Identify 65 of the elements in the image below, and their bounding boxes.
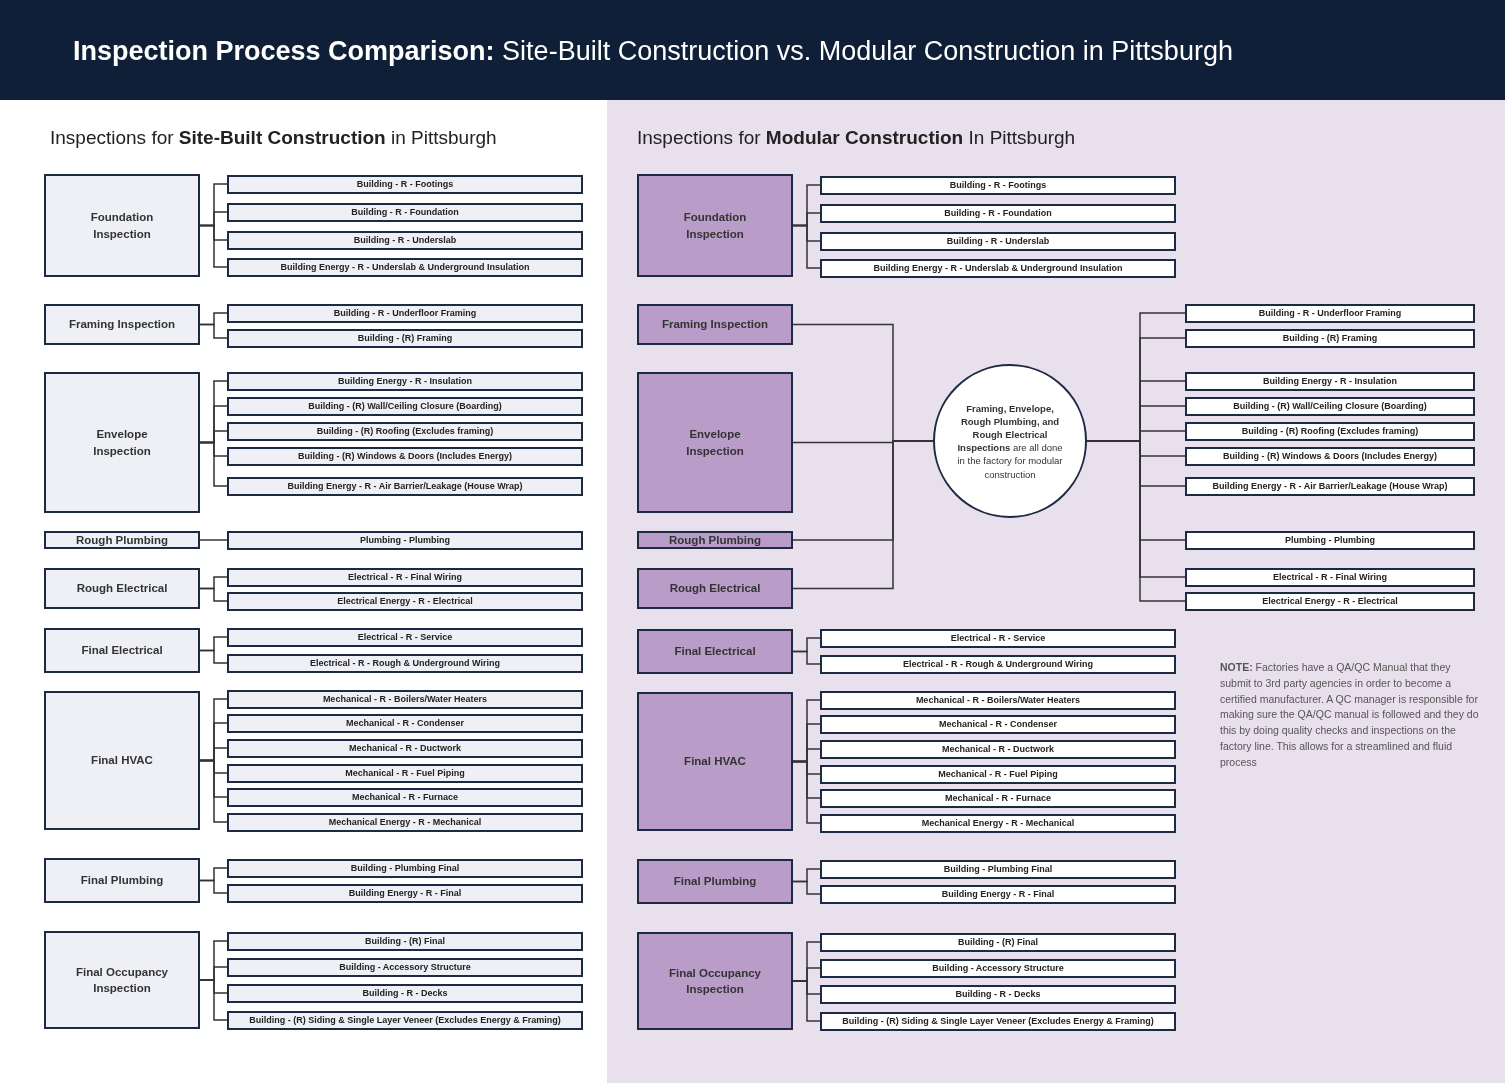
inspection-box: Envelope Inspection — [637, 372, 793, 513]
inspection-box: Final Electrical — [44, 628, 200, 673]
inspection-box: Final HVAC — [44, 691, 200, 830]
permit-item-box: Building Energy - R - Air Barrier/Leakage (House Wrap) — [227, 476, 583, 496]
permit-item-box: Building - R - Underslab — [227, 230, 583, 250]
permit-item-box: Mechanical - R - Fuel Piping — [227, 763, 583, 783]
connector-line — [199, 649, 228, 664]
inspection-box: Final Occupancy Inspection — [637, 932, 793, 1030]
permit-item-box: Electrical - R - Final Wiring — [227, 567, 583, 587]
inspection-box: Rough Plumbing — [637, 531, 793, 549]
connector-line — [199, 879, 228, 894]
note-text: NOTE: Factories have a QA/QC Manual that they submit to 3rd party agencies in order to become a certified manufacturer. A QC manager is responsible for making sure the QA/QC manual is followed and they do this by doing quality checks and inspections on the factory line. This allows for a streamlined and fluid process — [1220, 660, 1480, 770]
inspection-box: Foundation Inspection — [44, 174, 200, 277]
section-heading: Inspections for Modular Construction In Pittsburgh — [637, 126, 1077, 150]
inspection-box: Envelope Inspection — [44, 372, 200, 513]
connector-line — [792, 760, 821, 824]
permit-item-box: Building - (R) Roofing (Excludes framing) — [227, 421, 583, 441]
permit-item-box: Mechanical - R - Furnace — [227, 787, 583, 807]
inspection-box: Rough Electrical — [44, 568, 200, 609]
permit-item-box: Building - Plumbing Final — [227, 858, 583, 878]
permit-item-box: Mechanical - R - Ductwork — [227, 738, 583, 758]
connector-line — [199, 587, 228, 602]
permit-item-box: Building Energy - R - Insulation — [227, 371, 583, 391]
inspection-box: Rough Electrical — [637, 568, 793, 609]
inspection-box: Final Electrical — [637, 629, 793, 674]
permit-item-box: Mechanical - R - Condenser — [227, 713, 583, 733]
permit-item-box: Electrical - R - Rough & Underground Wiring — [227, 653, 583, 673]
inspection-box: Final HVAC — [637, 692, 793, 831]
inspection-box: Foundation Inspection — [637, 174, 793, 277]
inspection-box: Framing Inspection — [637, 304, 793, 345]
permit-item-box: Building - (R) Siding & Single Layer Veneer (Excludes Energy & Framing) — [227, 1010, 583, 1030]
permit-item-box: Building - (R) Framing — [227, 328, 583, 348]
inspection-box: Final Plumbing — [44, 858, 200, 903]
section-heading: Inspections for Site-Built Construction in Pittsburgh — [50, 126, 498, 150]
connector-line — [792, 440, 934, 590]
permit-item-box: Electrical - R - Service — [227, 627, 583, 647]
permit-item-box: Building - R - Decks — [227, 983, 583, 1003]
permit-item-box: Mechanical - R - Boilers/Water Heaters — [227, 689, 583, 709]
connector-line — [792, 980, 821, 1022]
permit-item-box: Building - (R) Final — [227, 931, 583, 951]
connector-line — [199, 539, 228, 541]
permit-item-box: Building - (R) Windows & Doors (Includes Energy) — [227, 446, 583, 466]
permit-item-box: Building Energy - R - Underslab & Underground Insulation — [227, 257, 583, 277]
connector-line — [199, 441, 228, 487]
connector-line — [792, 224, 821, 269]
permit-item-box: Building - R - Underfloor Framing — [227, 303, 583, 323]
inspection-box: Framing Inspection — [44, 304, 200, 345]
connector-line — [199, 224, 228, 268]
connector-line — [792, 650, 821, 665]
inspection-box: Final Plumbing — [637, 859, 793, 904]
inspection-box: Final Occupancy Inspection — [44, 931, 200, 1029]
title: Inspection Process Comparison: Site-Built Construction vs. Modular Construction in Pittsburgh — [73, 36, 1233, 67]
permit-item-box: Electrical Energy - R - Electrical — [227, 591, 583, 611]
permit-item-box: Building - (R) Wall/Ceiling Closure (Boarding) — [227, 396, 583, 416]
permit-item-box: Building - Accessory Structure — [227, 957, 583, 977]
connector-line — [792, 880, 821, 895]
permit-item-box: Building - R - Footings — [227, 174, 583, 194]
permit-item-box: Plumbing - Plumbing — [227, 530, 583, 550]
connector-line — [199, 323, 228, 339]
connector-line — [199, 979, 228, 1021]
connector-line — [199, 759, 228, 823]
permit-item-box: Building - R - Foundation — [227, 202, 583, 222]
permit-item-box: Building Energy - R - Final — [227, 883, 583, 903]
inspection-box: Rough Plumbing — [44, 531, 200, 549]
permit-item-box: Mechanical Energy - R - Mechanical — [227, 812, 583, 832]
